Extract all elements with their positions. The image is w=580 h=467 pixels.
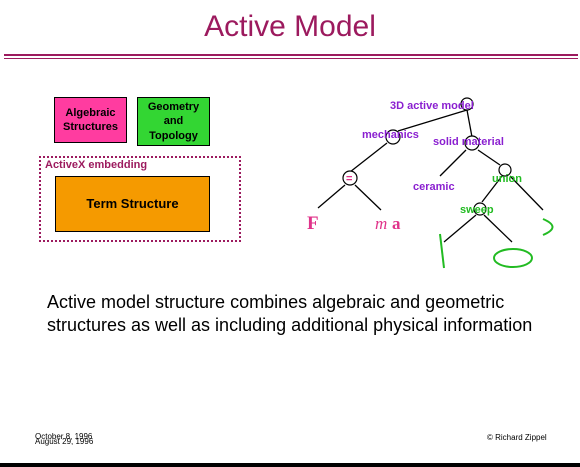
edge-sweep-left: [443, 214, 477, 243]
edge-solid-ceramic: [439, 149, 467, 177]
activex-embedding-frame: [39, 156, 241, 242]
edge-solid-union: [477, 149, 501, 166]
edge-sweep-right: [483, 214, 513, 243]
geometry-topology-label: Geometry and Topology: [147, 101, 200, 142]
sweep-line-shape: [439, 233, 445, 269]
solid-material-node: [464, 135, 480, 151]
title-divider-bottom: [4, 58, 578, 59]
algebraic-structures-box: Algebraic Structures: [54, 97, 127, 143]
equals-node: [342, 170, 358, 186]
root-node: [460, 97, 474, 111]
footer-date-2: August 29, 1996: [35, 437, 94, 446]
term-structure-label: Term Structure: [86, 195, 179, 211]
sweep-label: sweep: [460, 204, 494, 216]
mechanics-node: [385, 129, 401, 145]
ellipse-shape: [493, 248, 533, 268]
edge-root-mechanics: [397, 109, 468, 132]
arc-shape: [542, 218, 554, 236]
leaf-a-label: a: [392, 214, 401, 233]
leaf-m-label: m: [375, 214, 387, 233]
edge-mechanics-equals: [349, 142, 388, 173]
mechanics-label: mechanics: [362, 129, 419, 141]
edge-equals-ma: [354, 184, 382, 211]
edge-equals-f: [317, 184, 346, 209]
body-paragraph: Active model structure combines algebrai…: [47, 292, 533, 335]
ceramic-label: ceramic: [413, 181, 455, 193]
activex-embedding-label: ActiveX embedding: [45, 159, 148, 171]
sweep-node: [473, 202, 487, 216]
union-node: [498, 163, 512, 177]
solid-material-label: solid material: [433, 136, 504, 148]
term-structure-box: Term Structure: [55, 176, 210, 232]
edge-root-solid: [466, 109, 473, 138]
union-label: union: [492, 173, 522, 185]
leaf-f-label: F: [307, 213, 319, 234]
title-divider-top: [4, 54, 578, 56]
algebraic-structures-label: Algebraic Structures: [62, 106, 119, 133]
page-title: Active Model: [204, 10, 376, 43]
footer-date-1: October 8, 1996: [35, 432, 93, 441]
footer-author: © Richard Zippel: [487, 433, 547, 442]
edge-union-sweep: [481, 175, 503, 203]
bottom-border: [0, 463, 580, 467]
geometry-topology-box: Geometry and Topology: [137, 97, 210, 146]
root-label: 3D active model: [390, 100, 474, 112]
edge-union-right: [509, 175, 544, 211]
equals-label: =: [346, 173, 352, 185]
